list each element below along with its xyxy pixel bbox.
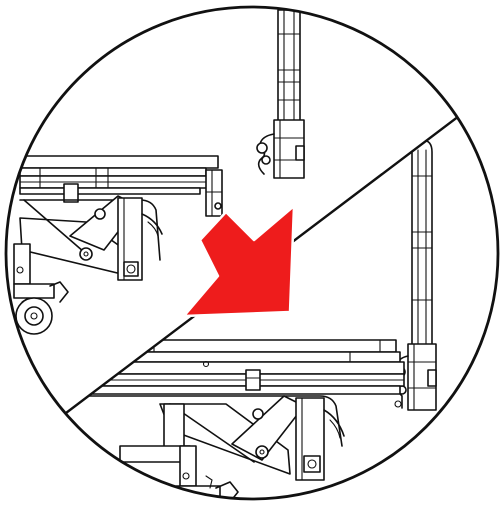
after-panel: [79, 139, 437, 499]
lift-linkage-after: [79, 395, 345, 481]
circular-frame: [4, 5, 500, 501]
caster-wheel-before: [13, 243, 69, 335]
lift-linkage-before: [19, 195, 163, 281]
rail-upright-before: [256, 9, 305, 179]
before-panel: [13, 9, 305, 335]
rail-upright-after: [394, 139, 437, 411]
arrow-down-right-icon: [182, 204, 296, 318]
